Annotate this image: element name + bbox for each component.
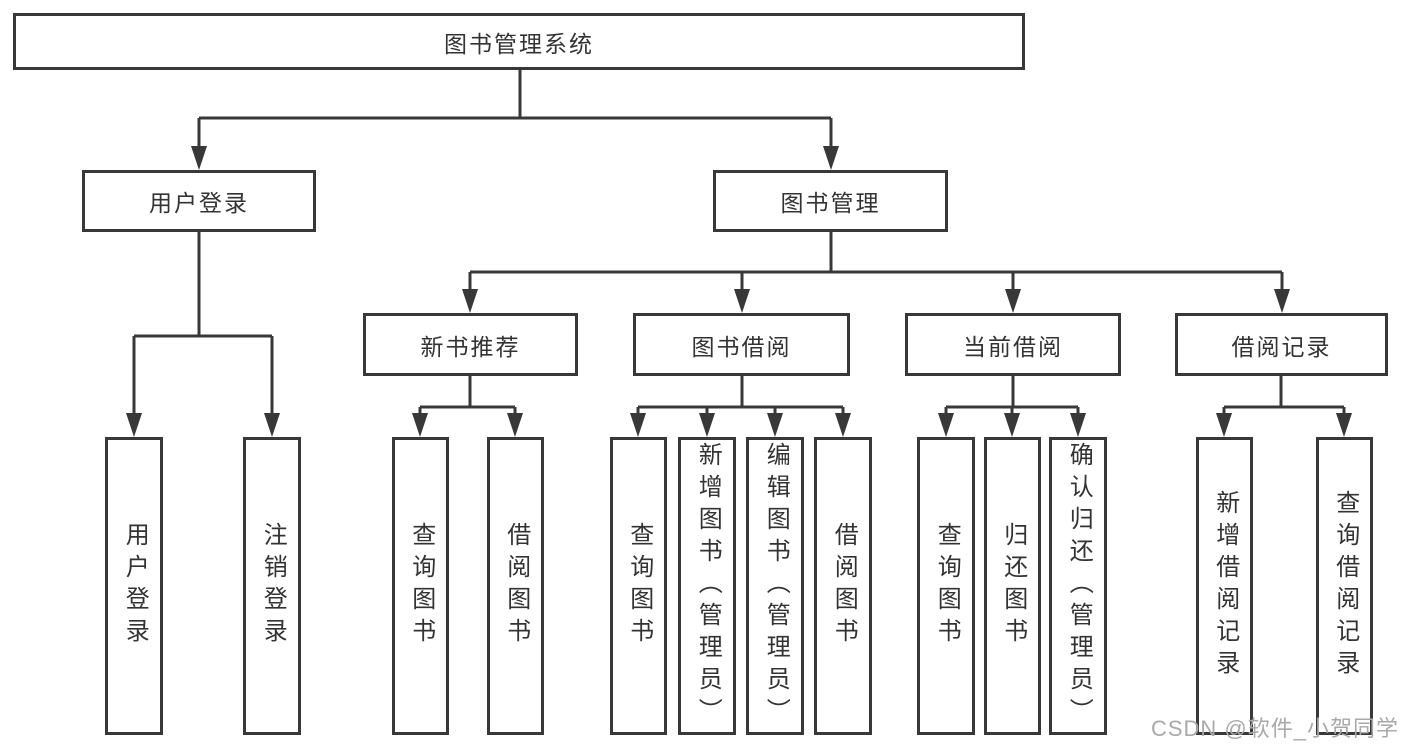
leaf-br-query-borrow-record-label: 查询借阅记录 bbox=[1331, 490, 1359, 682]
leaf-nb-borrow-books: 借阅图书 bbox=[487, 437, 544, 735]
node-root: 图书管理系统 bbox=[13, 13, 1025, 70]
node-user-login-label: 用户登录 bbox=[149, 190, 249, 216]
leaf-bb-add-books-admin-label: 新增图书（管理员） bbox=[694, 442, 722, 730]
leaf-user-login-label: 用户登录 bbox=[121, 522, 149, 650]
node-current-borrow-label: 当前借阅 bbox=[963, 333, 1063, 360]
leaf-bb-edit-books-admin: 编辑图书（管理员） bbox=[746, 437, 804, 735]
leaf-cb-query-books-label: 查询图书 bbox=[933, 522, 961, 650]
leaf-cb-confirm-return-admin-label: 确认归还（管理员） bbox=[1065, 442, 1093, 730]
leaf-logout-label: 注销登录 bbox=[259, 522, 287, 650]
node-book-borrow: 图书借阅 bbox=[633, 313, 850, 376]
node-current-borrow: 当前借阅 bbox=[905, 313, 1121, 376]
leaf-nb-query-books-label: 查询图书 bbox=[407, 522, 435, 650]
leaf-bb-add-books-admin: 新增图书（管理员） bbox=[678, 437, 736, 735]
node-book-borrow-label: 图书借阅 bbox=[691, 333, 792, 360]
node-user-login: 用户登录 bbox=[82, 170, 316, 232]
leaf-br-query-borrow-record: 查询借阅记录 bbox=[1316, 437, 1373, 735]
leaf-bb-edit-books-admin-label: 编辑图书（管理员） bbox=[762, 442, 790, 730]
leaf-br-add-borrow-record: 新增借阅记录 bbox=[1196, 437, 1253, 735]
csdn-watermark: CSDN @软件_小贺同学 bbox=[1150, 716, 1399, 741]
leaf-cb-return-books-label: 归还图书 bbox=[999, 522, 1027, 650]
leaf-br-add-borrow-record-label: 新增借阅记录 bbox=[1211, 490, 1239, 682]
leaf-cb-return-books: 归还图书 bbox=[984, 437, 1041, 735]
leaf-bb-borrow-books-label: 借阅图书 bbox=[830, 522, 858, 650]
leaf-bb-query-books: 查询图书 bbox=[610, 437, 667, 735]
leaf-bb-query-books-label: 查询图书 bbox=[625, 522, 653, 650]
node-root-label: 图书管理系统 bbox=[444, 30, 594, 57]
node-book-management: 图书管理 bbox=[713, 170, 948, 232]
node-new-book-recommend: 新书推荐 bbox=[363, 313, 578, 376]
node-borrow-records-label: 借阅记录 bbox=[1231, 333, 1332, 360]
leaf-cb-query-books: 查询图书 bbox=[917, 437, 975, 735]
leaf-user-login: 用户登录 bbox=[105, 437, 163, 735]
leaf-nb-query-books: 查询图书 bbox=[392, 437, 449, 735]
node-new-book-recommend-label: 新书推荐 bbox=[420, 333, 521, 360]
node-borrow-records: 借阅记录 bbox=[1175, 313, 1388, 376]
arrowheads bbox=[126, 146, 1352, 437]
leaf-logout: 注销登录 bbox=[243, 437, 301, 735]
leaf-bb-borrow-books: 借阅图书 bbox=[814, 437, 872, 735]
leaf-cb-confirm-return-admin: 确认归还（管理员） bbox=[1049, 437, 1107, 735]
node-book-management-label: 图书管理 bbox=[780, 190, 881, 216]
leaf-nb-borrow-books-label: 借阅图书 bbox=[502, 522, 530, 650]
